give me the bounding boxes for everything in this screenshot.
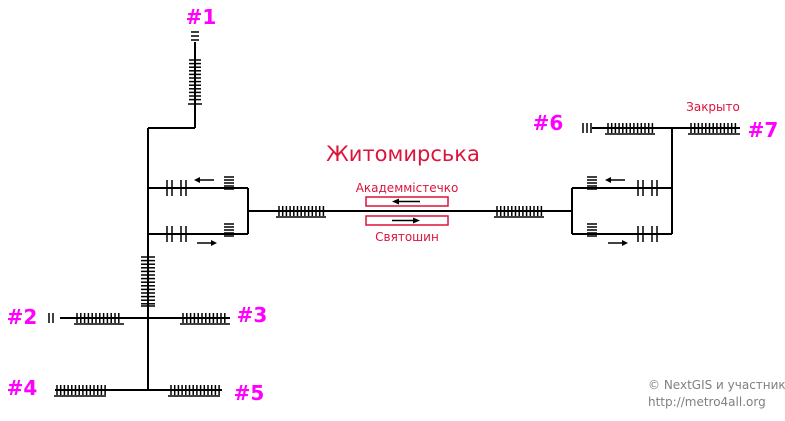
stairs-exit-3 — [180, 313, 230, 325]
credit-link[interactable]: http://metro4all.org — [648, 395, 766, 409]
stairs-exit-1 — [188, 59, 202, 105]
credit-owner: © NextGIS и участники — [648, 378, 785, 392]
credits-box: © NextGIS и участники http://metro4all.o… — [642, 375, 785, 413]
platform-direction-upper: Академмістечко — [356, 181, 459, 195]
stairs-exit-2 — [48, 313, 124, 325]
exit-label-7: #7 — [748, 118, 779, 142]
stairs-exit-1-small — [191, 31, 199, 41]
stairs-exit-7 — [688, 123, 740, 135]
exit-label-5: #5 — [234, 381, 265, 405]
stairs-central — [141, 256, 155, 307]
platform-direction-lower: Святошин — [375, 230, 439, 244]
stairs-left-hall — [224, 176, 326, 237]
platform-track-upper — [365, 196, 449, 207]
exit-label-6: #6 — [533, 111, 564, 135]
exit-label-1: #1 — [186, 5, 217, 29]
station-title: Житомирська — [326, 142, 480, 166]
turnstiles-right — [634, 180, 661, 242]
exit-label-2: #2 — [7, 305, 38, 329]
exit-label-3: #3 — [237, 303, 268, 327]
turnstiles-left — [163, 180, 190, 242]
stairs-exit-5 — [168, 385, 220, 397]
direction-arrows — [194, 177, 628, 246]
exit-7-status: Закрыто — [686, 100, 740, 114]
platform — [365, 196, 449, 226]
stairs-exit-6 — [582, 123, 655, 135]
stairs-right-hall — [494, 176, 597, 237]
stairs-exit-4 — [54, 385, 106, 397]
exit-label-4: #4 — [7, 376, 38, 400]
platform-track-lower — [365, 215, 449, 226]
